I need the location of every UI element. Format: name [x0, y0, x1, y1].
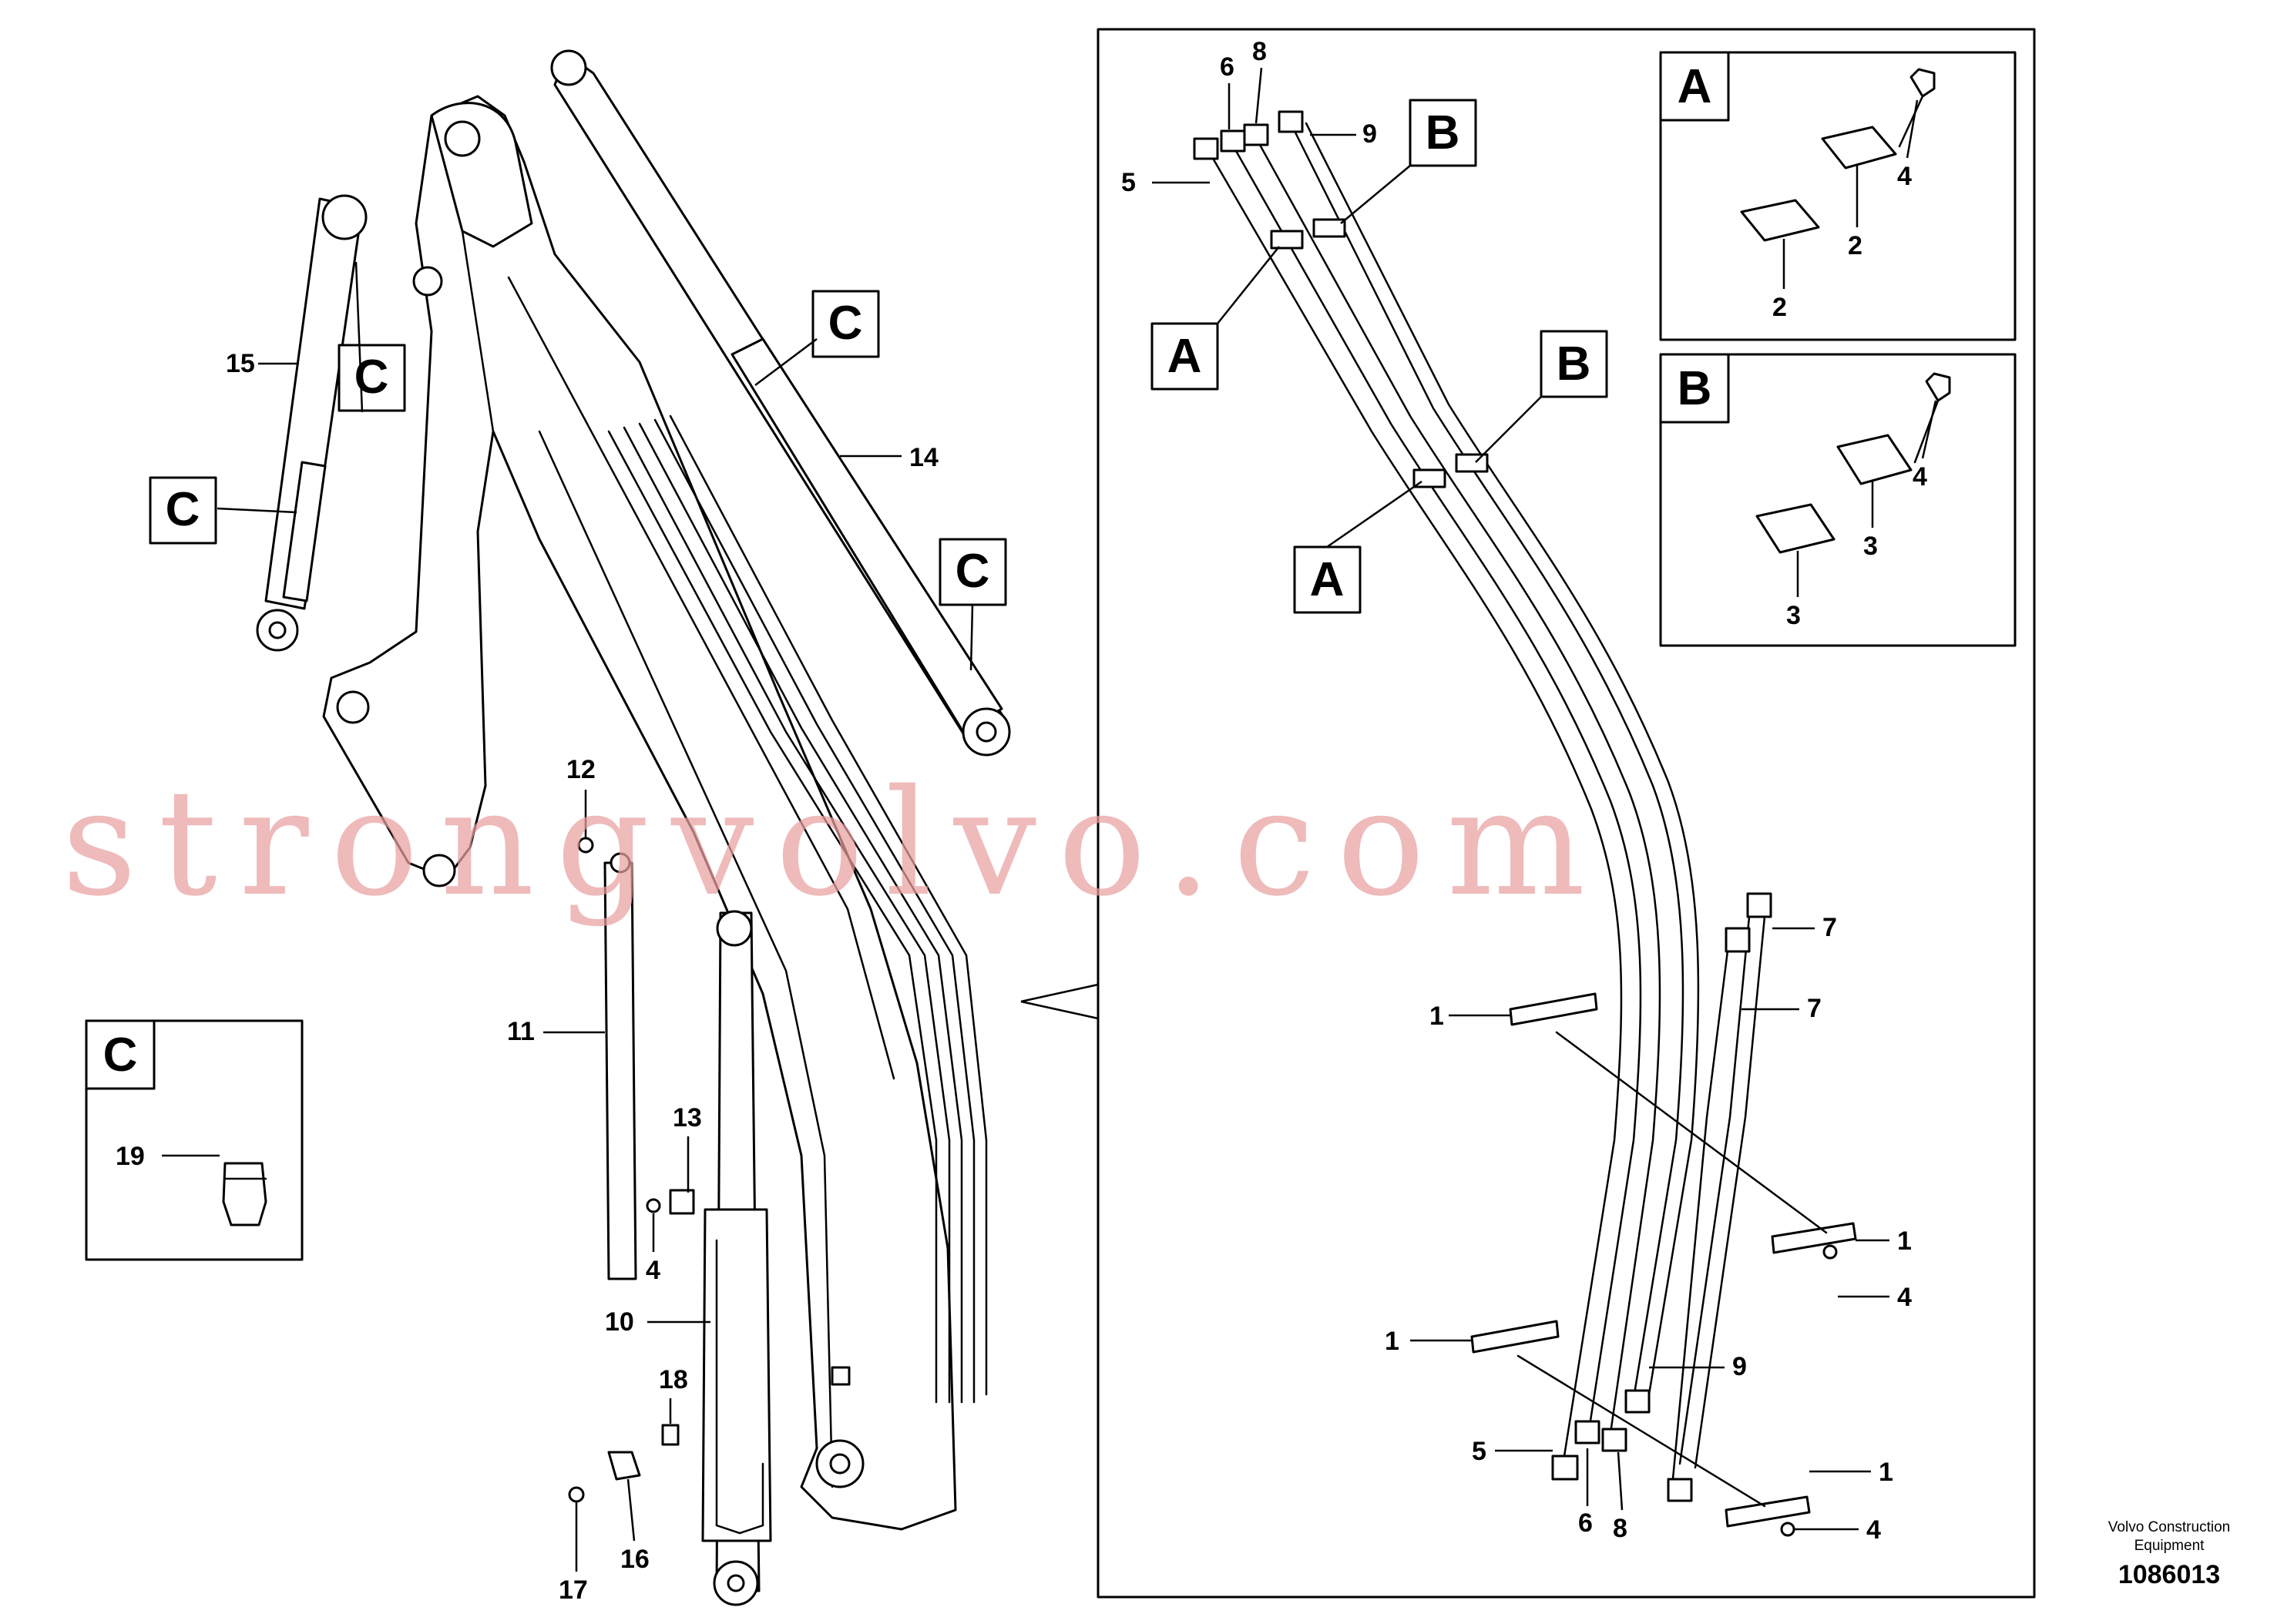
- part-label-7: 7: [1822, 913, 1837, 942]
- part-label-4: 4: [1866, 1515, 1881, 1545]
- boom-arm-assembly: [322, 95, 988, 1531]
- part-label-16: 16: [620, 1545, 650, 1574]
- part-label-18: 18: [659, 1365, 688, 1394]
- part-label-4: 4: [646, 1256, 660, 1285]
- footer-company-line2: Equipment: [2134, 1538, 2205, 1554]
- callout-b-label: B: [1557, 337, 1591, 391]
- detail-box-c: C: [85, 1019, 304, 1261]
- part-label-4: 4: [1897, 1283, 1912, 1312]
- callout-c-label: C: [828, 297, 863, 350]
- part-label-10: 10: [605, 1307, 634, 1337]
- hose-11: [603, 852, 637, 1280]
- callout-c-label: C: [166, 483, 200, 536]
- part-label-8: 8: [1613, 1514, 1627, 1543]
- part-label-7: 7: [1807, 994, 1822, 1023]
- part-label-8: 8: [1252, 37, 1267, 66]
- part-label-3: 3: [1863, 532, 1878, 561]
- part-label-5: 5: [1121, 168, 1136, 197]
- footer-company-line1: Volvo Construction: [2108, 1519, 2230, 1535]
- detail-box-b: B: [1659, 353, 2017, 647]
- part-labels: 15 14 12 11 13 4 10 18 17 16 19 6 8 9 5 …: [116, 37, 1937, 1605]
- part-label-15: 15: [226, 349, 255, 378]
- detail-box-c-label: C: [103, 1028, 138, 1082]
- part-label-3: 3: [1786, 601, 1801, 630]
- part-label-13: 13: [673, 1103, 702, 1132]
- part-label-17: 17: [559, 1575, 588, 1605]
- boom-cylinder: [550, 49, 1011, 757]
- part-label-1: 1: [1429, 1002, 1444, 1031]
- callout-c-boxes: C C C C: [149, 261, 1007, 671]
- part-label-4: 4: [1897, 162, 1912, 191]
- detail-box-a-label: A: [1678, 60, 1712, 113]
- part-label-2: 2: [1772, 293, 1787, 322]
- part-label-6: 6: [1220, 52, 1234, 82]
- part-label-19: 19: [116, 1142, 145, 1171]
- part-label-9: 9: [1732, 1352, 1747, 1381]
- part-label-9: 9: [1362, 119, 1377, 149]
- part-label-1: 1: [1879, 1458, 1893, 1487]
- part-label-12: 12: [566, 755, 596, 784]
- part-label-1: 1: [1385, 1327, 1399, 1356]
- small-fasteners: [568, 837, 851, 1503]
- watermark-text: strongvolvo.com: [62, 758, 1607, 928]
- detail-box-a: A: [1659, 51, 2017, 341]
- part-label-14: 14: [909, 443, 939, 472]
- bucket-cylinder: [701, 910, 772, 1606]
- callout-a-label: A: [1167, 330, 1202, 383]
- detail-box-b-label: B: [1678, 362, 1712, 415]
- part-label-6: 6: [1578, 1508, 1593, 1538]
- part-label-1: 1: [1897, 1226, 1912, 1256]
- drawing-number: 1086013: [2118, 1560, 2220, 1589]
- part-label-2: 2: [1848, 231, 1862, 260]
- callout-c-label: C: [956, 545, 990, 598]
- detail-pointer: [1020, 983, 1099, 1020]
- left-cylinder: [256, 194, 368, 652]
- part-label-4: 4: [1913, 462, 1927, 492]
- callout-a-label: A: [1310, 553, 1345, 606]
- part-label-11: 11: [507, 1017, 535, 1046]
- part-label-5: 5: [1472, 1437, 1486, 1466]
- callout-b-label: B: [1426, 106, 1460, 159]
